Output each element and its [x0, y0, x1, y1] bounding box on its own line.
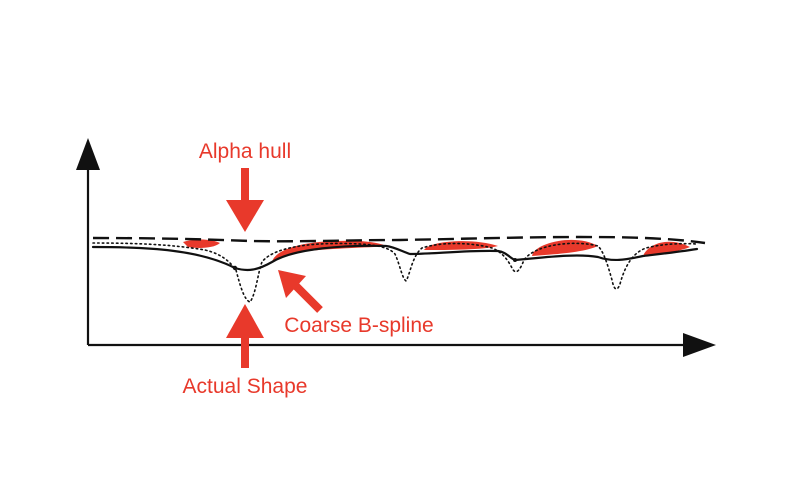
alpha-hull-curve — [92, 235, 706, 245]
coarse-bspline-arrow-shaft — [291, 281, 323, 313]
x-axis-arrowhead — [683, 333, 716, 357]
spline-knots — [232, 258, 517, 271]
actual-shape-curve — [92, 242, 698, 303]
coarse-bspline-label: Coarse B-spline — [284, 314, 433, 337]
knot-point — [513, 258, 517, 262]
coarse-bspline-annotation: Coarse B-spline — [278, 270, 434, 337]
error-region-5 — [643, 241, 690, 256]
error-region-1 — [183, 239, 220, 248]
axes — [76, 138, 716, 357]
actual-shape-annotation: Actual Shape — [183, 304, 308, 398]
knot-point — [232, 265, 238, 271]
alpha-hull-annotation: Alpha hull — [199, 140, 291, 232]
error-region-3 — [424, 241, 498, 250]
y-axis-arrowhead — [76, 138, 100, 170]
actual-shape-arrow-head — [226, 304, 264, 338]
alpha-hull-arrow-head — [226, 200, 264, 232]
coarse-bspline-arrow-head — [278, 270, 306, 298]
coarse-bspline-curve — [91, 244, 699, 272]
alpha-hull-label: Alpha hull — [199, 140, 291, 163]
actual-shape-label: Actual Shape — [183, 375, 308, 398]
error-regions — [183, 239, 690, 262]
